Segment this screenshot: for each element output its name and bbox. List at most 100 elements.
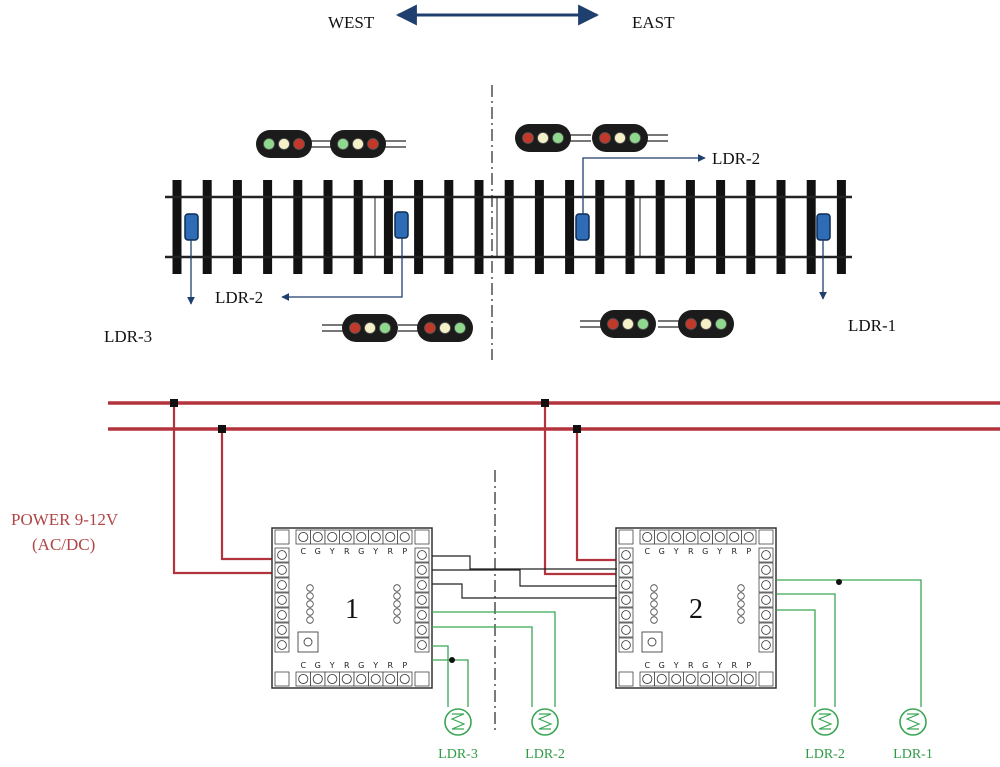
terminal	[758, 592, 774, 608]
terminal	[414, 547, 430, 563]
terminal	[618, 547, 634, 563]
pin-letter: Y	[372, 661, 378, 670]
pin-letter: Y	[673, 661, 679, 670]
power-drop-b1-b	[220, 429, 282, 561]
track-tie	[685, 180, 695, 274]
terminal	[758, 577, 774, 593]
terminal	[618, 637, 634, 653]
sensor-wire	[777, 609, 816, 707]
pin-letter: G	[358, 547, 364, 556]
terminal	[414, 592, 430, 608]
terminal-screw	[298, 531, 309, 543]
track-tie	[323, 180, 333, 274]
terminal-screw	[621, 625, 631, 635]
led	[393, 616, 401, 624]
detector-ldr2-east	[575, 213, 590, 241]
pin-letter: Y	[673, 547, 679, 556]
ldr-sensor: LDR-2	[805, 708, 845, 762]
track-tie	[202, 180, 212, 274]
power-junctions	[170, 399, 581, 433]
corner-terminal	[274, 671, 290, 687]
terminal	[274, 637, 290, 653]
led	[650, 616, 658, 624]
sensor-wire	[432, 659, 469, 707]
track-tie	[595, 180, 605, 274]
terminal-screw	[714, 531, 725, 543]
led	[737, 584, 745, 592]
link-wire	[432, 569, 617, 587]
lamp-green	[629, 132, 641, 144]
track-tie	[172, 180, 182, 274]
pin-letter: R	[731, 661, 737, 670]
terminal-screw	[700, 673, 711, 685]
terminal-screw	[761, 640, 771, 650]
track-tie	[293, 180, 303, 274]
terminal-screw	[621, 595, 631, 605]
lamp-green	[715, 318, 727, 330]
track-tie	[565, 180, 575, 274]
terminal	[618, 592, 634, 608]
terminal-screw	[341, 673, 352, 685]
terminal-screw	[729, 673, 740, 685]
pin-letter: R	[387, 547, 393, 556]
lamp-yellow	[537, 132, 549, 144]
terminal-screw	[761, 610, 771, 620]
pin-letter: R	[387, 661, 393, 670]
sensor-wire	[432, 626, 533, 707]
terminal-screw	[327, 531, 338, 543]
lamp-green	[637, 318, 649, 330]
terminal-screw	[277, 580, 287, 590]
terminal-screw	[743, 673, 754, 685]
corner-terminal	[414, 671, 430, 687]
terminal-screw	[761, 565, 771, 575]
detector-ldr2-west	[394, 211, 409, 239]
power-label-line1: POWER 9-12V	[11, 510, 119, 529]
interboard-wires	[432, 555, 617, 599]
detector-ldr3	[184, 213, 199, 241]
ldr-resistor-glyph	[450, 713, 466, 730]
led	[393, 600, 401, 608]
chip-dot	[303, 637, 313, 647]
railway-track	[165, 180, 852, 274]
ldr2-east-arrow	[582, 154, 706, 214]
terminal-screw	[417, 625, 427, 635]
pin-letter: C	[300, 547, 306, 556]
track-ties	[172, 180, 846, 274]
corner-terminal	[618, 529, 634, 545]
link-wire	[432, 555, 617, 570]
terminal-screw	[621, 565, 631, 575]
lamp-green	[379, 322, 391, 334]
led	[737, 616, 745, 624]
detector-arrows	[187, 154, 827, 305]
terminal-screw	[385, 531, 396, 543]
terminal-screw	[370, 531, 381, 543]
chip	[641, 631, 663, 653]
ldr-resistor-glyph	[537, 713, 553, 730]
corner-terminal	[414, 529, 430, 545]
lamp-green	[552, 132, 564, 144]
lamp-red	[599, 132, 611, 144]
terminal-screw	[327, 673, 338, 685]
led	[737, 592, 745, 600]
track-tie	[716, 180, 726, 274]
terminal-screw	[417, 640, 427, 650]
label-ldr2-upper: LDR-2	[712, 149, 760, 168]
lamp-green	[454, 322, 466, 334]
terminal	[274, 607, 290, 623]
terminal-screw	[298, 673, 309, 685]
pin-letter: C	[300, 661, 306, 670]
pin-letter: C	[644, 547, 650, 556]
junction	[541, 399, 549, 407]
signal-sw-right	[397, 314, 473, 342]
ldr-sensor: LDR-2	[525, 708, 565, 762]
terminal	[758, 562, 774, 578]
corner-terminal	[758, 671, 774, 687]
corner-terminal	[274, 529, 290, 545]
power-drops	[172, 403, 623, 576]
power-bus	[108, 401, 1000, 431]
led	[393, 584, 401, 592]
terminal-screw	[761, 595, 771, 605]
terminal	[414, 637, 430, 653]
track-tie	[232, 180, 242, 274]
signal-sw-left	[322, 314, 398, 342]
